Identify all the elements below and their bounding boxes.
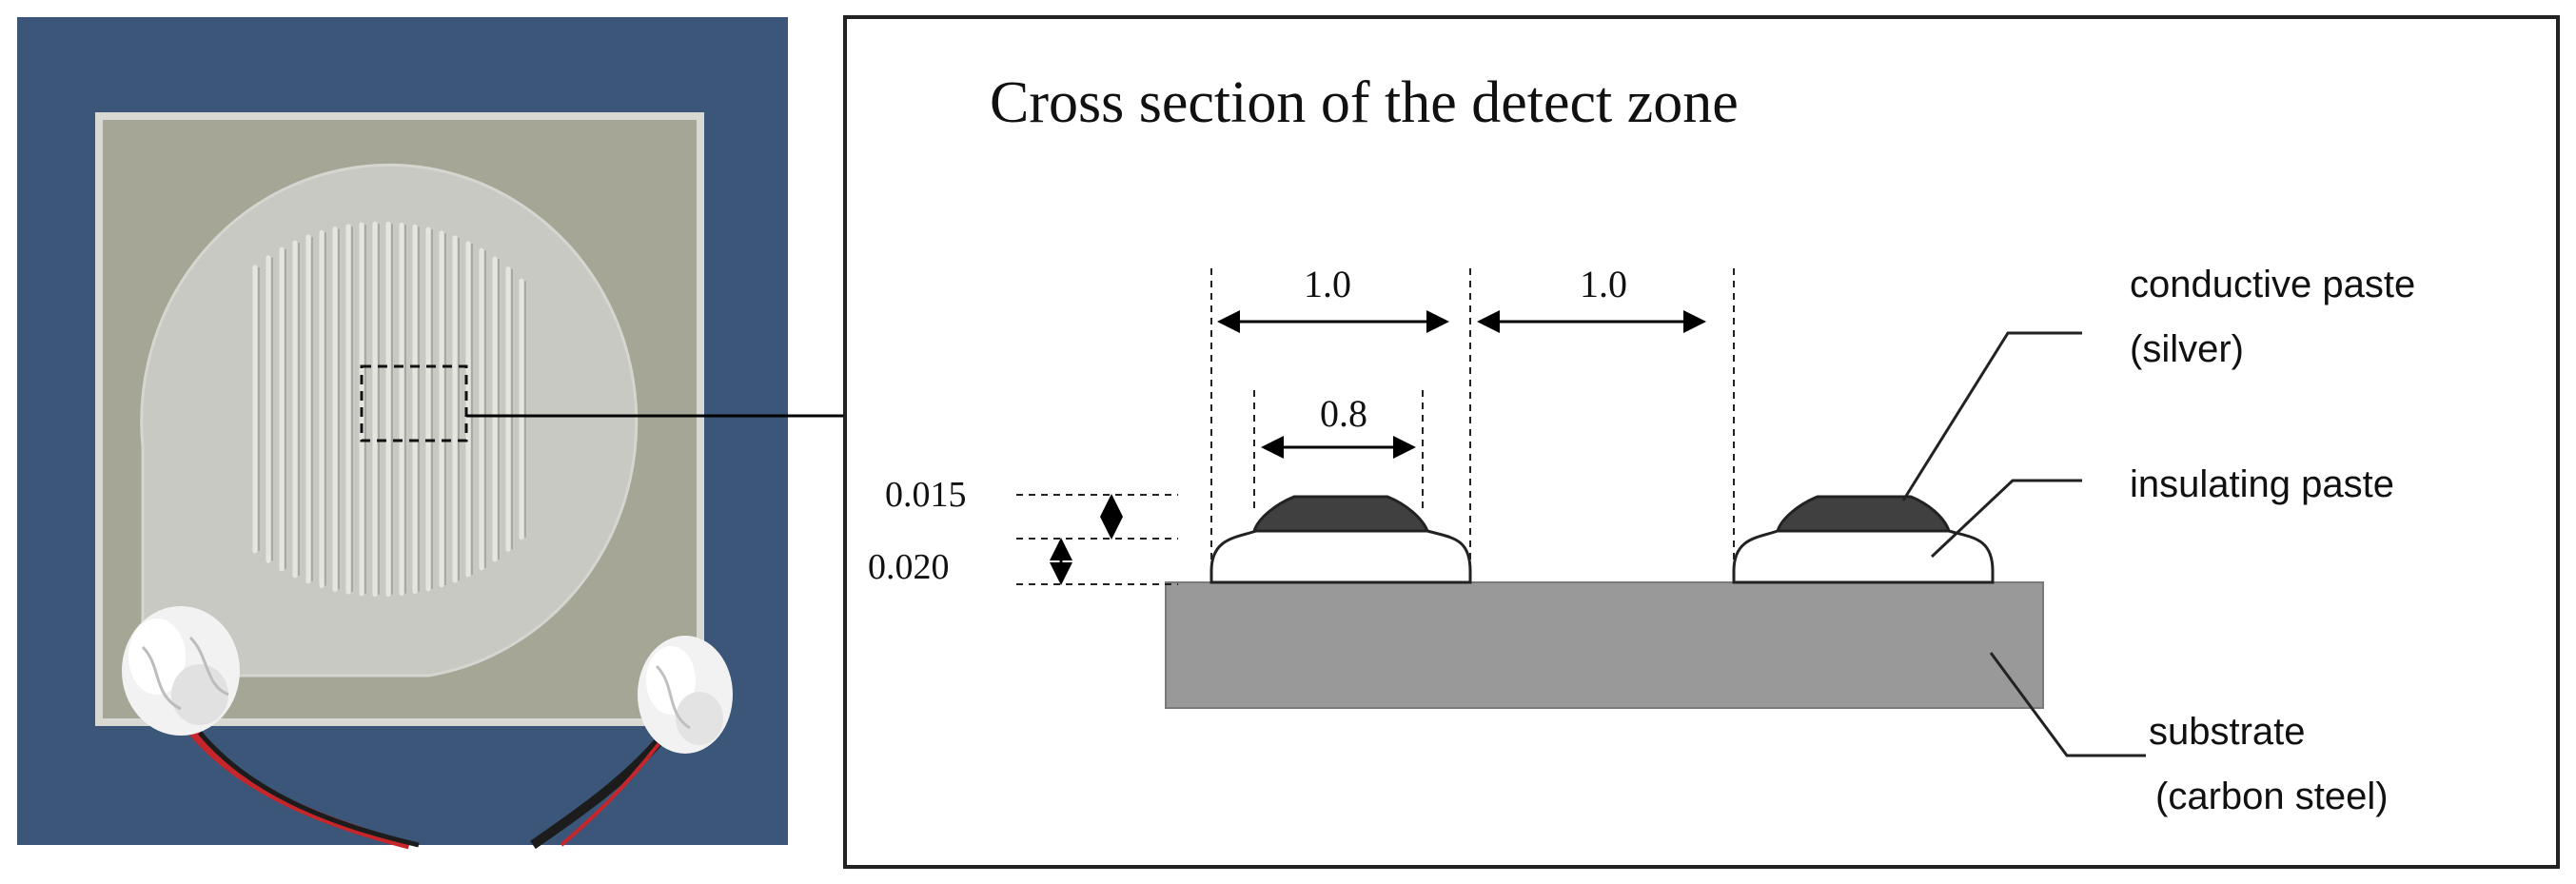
lead-wires — [182, 720, 670, 850]
panel-frame — [843, 15, 2560, 869]
conductive-paste-label: conductive paste — [2130, 264, 2415, 305]
insulating-layer-left — [1209, 529, 1472, 584]
electrode-grid — [252, 221, 526, 598]
substrate — [1165, 581, 2044, 709]
detect-zone-box — [360, 364, 468, 442]
cross-section-panel: Cross section of the detect zone 1. — [843, 15, 2560, 869]
insulating-layer-right — [1732, 529, 1995, 584]
cross-section-title: Cross section of the detect zone — [990, 70, 1739, 135]
conductive-layer-right — [1775, 495, 1952, 533]
solder-blob-left — [122, 606, 240, 736]
substrate-sublabel: (carbon steel) — [2155, 776, 2389, 817]
solder-blob-right — [638, 636, 733, 754]
dimension-guides — [1016, 268, 1735, 585]
pitch-label-left: 1.0 — [1304, 263, 1351, 305]
insulating-paste-label: insulating paste — [2130, 463, 2394, 505]
pitch-label-right: 1.0 — [1580, 263, 1627, 305]
leader-lines — [1901, 331, 2146, 757]
conductive-thickness-label: 0.015 — [885, 475, 967, 515]
conductive-width-label: 0.8 — [1320, 392, 1367, 435]
sensor-photo — [17, 17, 788, 850]
substrate-label: substrate — [2149, 711, 2306, 753]
electrode-bump-right — [1732, 495, 1995, 584]
electrode-bump-left — [1209, 495, 1472, 584]
conductive-layer-left — [1251, 495, 1430, 533]
conductive-paste-sublabel: (silver) — [2130, 328, 2244, 370]
insulating-thickness-label: 0.020 — [868, 547, 950, 587]
